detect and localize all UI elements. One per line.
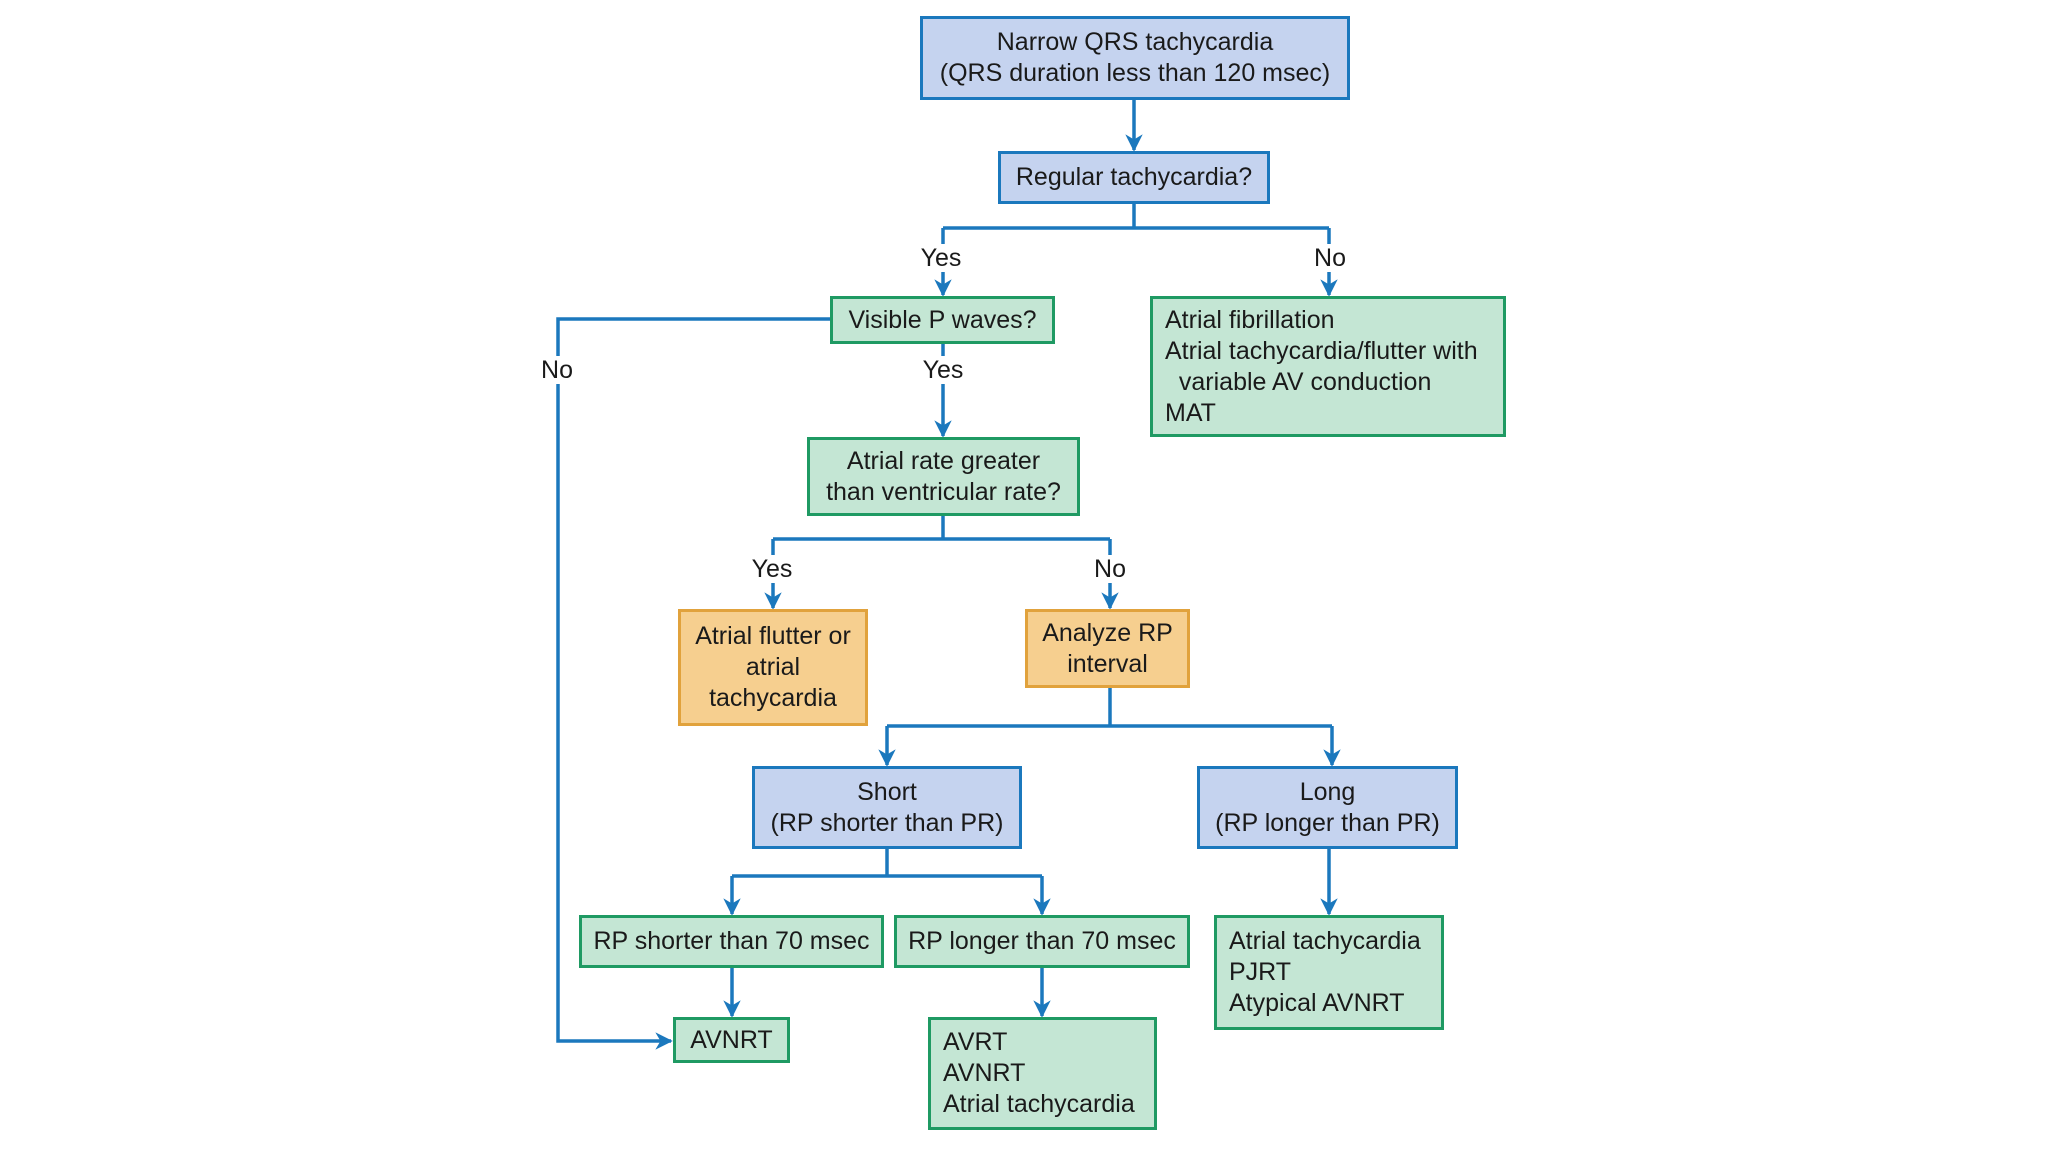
edge-visible-p-to-avnrt bbox=[556, 317, 830, 1050]
edge-label-visible-p-no: No bbox=[539, 356, 575, 384]
node-text-line: Analyze RP bbox=[1042, 618, 1173, 647]
node-avrt-diagnoses: AVRT AVNRT Atrial tachycardia bbox=[928, 1017, 1157, 1130]
node-long-rp: Long (RP longer than PR) bbox=[1197, 766, 1458, 849]
node-text-line: (RP longer than PR) bbox=[1215, 808, 1440, 837]
node-text-line: than ventricular rate? bbox=[826, 477, 1061, 506]
edge-regular-split bbox=[943, 202, 1329, 230]
node-text-line: Atrial rate greater bbox=[846, 446, 1041, 475]
node-text-line: RP shorter than 70 msec bbox=[593, 927, 870, 955]
node-atrial-rate-greater: Atrial rate greater than ventricular rat… bbox=[807, 437, 1080, 516]
node-text-line: AVRT bbox=[943, 1028, 1008, 1056]
node-text-line: atrial bbox=[745, 653, 801, 681]
node-rp-shorter-70: RP shorter than 70 msec bbox=[579, 915, 884, 968]
node-text-line: Regular tachycardia? bbox=[1015, 163, 1253, 191]
node-text-line: PJRT bbox=[1229, 958, 1292, 986]
node-narrow-qrs-tachycardia: Narrow QRS tachycardia (QRS duration les… bbox=[920, 16, 1350, 100]
node-text-line: Atrial flutter or bbox=[695, 622, 851, 650]
node-text-line: Long bbox=[1299, 777, 1356, 806]
edge-label-atrial-rate-no: No bbox=[1092, 555, 1128, 583]
node-text-line: AVNRT bbox=[943, 1059, 1026, 1087]
node-text-line: interval bbox=[1067, 649, 1148, 678]
edge-label-regular-no: No bbox=[1312, 244, 1348, 272]
edge-short-split bbox=[732, 849, 1042, 878]
node-long-rp-diagnoses: Atrial tachycardia PJRT Atypical AVNRT bbox=[1214, 915, 1444, 1030]
node-text-line: Atrial tachycardia bbox=[1229, 927, 1421, 955]
edge-label-regular-yes: Yes bbox=[918, 244, 964, 272]
node-regular-tachycardia: Regular tachycardia? bbox=[998, 151, 1270, 204]
node-text-line: (QRS duration less than 120 msec) bbox=[939, 59, 1331, 87]
edge-analyze-split bbox=[887, 688, 1332, 728]
node-text-line: Visible P waves? bbox=[848, 305, 1037, 334]
node-atrial-flutter-or-tachycardia: Atrial flutter or atrial tachycardia bbox=[678, 609, 868, 726]
edge-atrial-rate-split bbox=[773, 516, 1110, 541]
node-text-line: Atrial tachycardia/flutter with bbox=[1165, 336, 1478, 365]
node-text-line: Atrial tachycardia bbox=[943, 1090, 1135, 1118]
node-short-rp: Short (RP shorter than PR) bbox=[752, 766, 1022, 849]
node-text-line: AVNRT bbox=[690, 1025, 773, 1054]
node-text-line: Atypical AVNRT bbox=[1229, 989, 1405, 1017]
edge-label-visible-p-yes: Yes bbox=[920, 356, 966, 384]
node-text-line: RP longer than 70 msec bbox=[908, 927, 1176, 955]
node-rp-longer-70: RP longer than 70 msec bbox=[894, 915, 1190, 968]
node-visible-p-waves: Visible P waves? bbox=[830, 296, 1055, 344]
node-text-line: variable AV conduction bbox=[1165, 367, 1432, 396]
node-avnrt: AVNRT bbox=[673, 1017, 790, 1063]
edge-label-atrial-rate-yes: Yes bbox=[749, 555, 795, 583]
node-analyze-rp-interval: Analyze RP interval bbox=[1025, 609, 1190, 688]
node-text-line: MAT bbox=[1165, 398, 1216, 427]
node-text-line: Narrow QRS tachycardia bbox=[996, 28, 1274, 56]
node-irregular-diagnoses: Atrial fibrillation Atrial tachycardia/f… bbox=[1150, 296, 1506, 437]
node-text-line: tachycardia bbox=[709, 684, 837, 712]
node-text-line: (RP shorter than PR) bbox=[770, 808, 1004, 837]
node-text-line: Short bbox=[857, 777, 917, 806]
node-text-line: Atrial fibrillation bbox=[1165, 305, 1335, 334]
